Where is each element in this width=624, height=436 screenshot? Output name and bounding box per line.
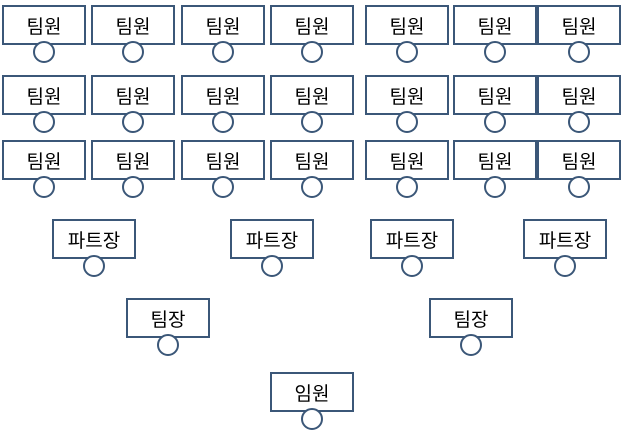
- team-member-node-r1-c1: 팀원: [2, 5, 86, 65]
- connector-circle: [301, 41, 323, 63]
- connector-circle: [212, 111, 234, 133]
- team-member-box-r2-c7: 팀원: [537, 75, 621, 115]
- part-leader-box-2: 파트장: [230, 219, 314, 259]
- team-member-box-r1-c7: 팀원: [537, 5, 621, 45]
- team-leader-node-2: 팀장: [429, 298, 513, 358]
- connector-circle: [212, 176, 234, 198]
- team-member-node-r2-c3: 팀원: [181, 75, 265, 135]
- team-leader-box-2: 팀장: [429, 298, 513, 338]
- team-member-node-r2-c6: 팀원: [453, 75, 537, 135]
- connector-circle: [401, 255, 423, 277]
- team-member-node-r1-c2: 팀원: [91, 5, 175, 65]
- connector-circle: [396, 41, 418, 63]
- connector-circle: [568, 41, 590, 63]
- team-leader-box-1: 팀장: [126, 298, 210, 338]
- team-member-box-r2-c6: 팀원: [453, 75, 537, 115]
- connector-circle: [568, 176, 590, 198]
- part-leader-box-3: 파트장: [370, 219, 454, 259]
- executive-node: 임원: [270, 372, 354, 432]
- part-leader-node-2: 파트장: [230, 219, 314, 279]
- team-member-box-r1-c6: 팀원: [453, 5, 537, 45]
- connector-circle: [33, 41, 55, 63]
- team-member-node-r3-c1: 팀원: [2, 140, 86, 200]
- team-member-node-r1-c4: 팀원: [270, 5, 354, 65]
- team-member-box-r1-c3: 팀원: [181, 5, 265, 45]
- team-member-node-r2-c2: 팀원: [91, 75, 175, 135]
- part-leader-box-4: 파트장: [523, 219, 607, 259]
- team-member-box-r1-c2: 팀원: [91, 5, 175, 45]
- connector-circle: [484, 176, 506, 198]
- part-leader-node-4: 파트장: [523, 219, 607, 279]
- connector-circle: [157, 334, 179, 356]
- team-member-box-r1-c5: 팀원: [365, 5, 449, 45]
- team-member-node-r3-c4: 팀원: [270, 140, 354, 200]
- team-member-node-r2-c1: 팀원: [2, 75, 86, 135]
- executive-box: 임원: [270, 372, 354, 412]
- team-member-box-r2-c2: 팀원: [91, 75, 175, 115]
- team-member-node-r3-c2: 팀원: [91, 140, 175, 200]
- team-member-box-r3-c4: 팀원: [270, 140, 354, 180]
- team-member-box-r3-c1: 팀원: [2, 140, 86, 180]
- part-leader-box-1: 파트장: [52, 219, 136, 259]
- connector-circle: [122, 41, 144, 63]
- connector-circle: [484, 111, 506, 133]
- team-member-box-r2-c1: 팀원: [2, 75, 86, 115]
- part-leader-node-3: 파트장: [370, 219, 454, 279]
- team-member-node-r3-c7: 팀원: [537, 140, 621, 200]
- team-member-node-r1-c6: 팀원: [453, 5, 537, 65]
- connector-circle: [568, 111, 590, 133]
- team-member-node-r3-c6: 팀원: [453, 140, 537, 200]
- team-member-node-r1-c3: 팀원: [181, 5, 265, 65]
- team-member-box-r2-c3: 팀원: [181, 75, 265, 115]
- team-member-node-r2-c7: 팀원: [537, 75, 621, 135]
- team-member-node-r3-c5: 팀원: [365, 140, 449, 200]
- team-member-box-r2-c5: 팀원: [365, 75, 449, 115]
- connector-circle: [122, 176, 144, 198]
- connector-circle: [301, 408, 323, 430]
- connector-circle: [122, 111, 144, 133]
- connector-circle: [301, 111, 323, 133]
- connector-circle: [33, 111, 55, 133]
- connector-circle: [460, 334, 482, 356]
- connector-circle: [484, 41, 506, 63]
- connector-circle: [212, 41, 234, 63]
- connector-circle: [261, 255, 283, 277]
- team-leader-node-1: 팀장: [126, 298, 210, 358]
- connector-circle: [33, 176, 55, 198]
- connector-circle: [396, 111, 418, 133]
- connector-circle: [554, 255, 576, 277]
- team-member-box-r3-c3: 팀원: [181, 140, 265, 180]
- team-member-node-r2-c5: 팀원: [365, 75, 449, 135]
- team-member-box-r3-c7: 팀원: [537, 140, 621, 180]
- part-leader-node-1: 파트장: [52, 219, 136, 279]
- team-member-box-r1-c4: 팀원: [270, 5, 354, 45]
- team-member-node-r3-c3: 팀원: [181, 140, 265, 200]
- team-member-box-r3-c6: 팀원: [453, 140, 537, 180]
- team-member-box-r1-c1: 팀원: [2, 5, 86, 45]
- team-member-node-r2-c4: 팀원: [270, 75, 354, 135]
- connector-circle: [83, 255, 105, 277]
- team-member-box-r3-c5: 팀원: [365, 140, 449, 180]
- team-member-node-r1-c5: 팀원: [365, 5, 449, 65]
- team-member-box-r3-c2: 팀원: [91, 140, 175, 180]
- team-member-node-r1-c7: 팀원: [537, 5, 621, 65]
- team-member-box-r2-c4: 팀원: [270, 75, 354, 115]
- connector-circle: [396, 176, 418, 198]
- connector-circle: [301, 176, 323, 198]
